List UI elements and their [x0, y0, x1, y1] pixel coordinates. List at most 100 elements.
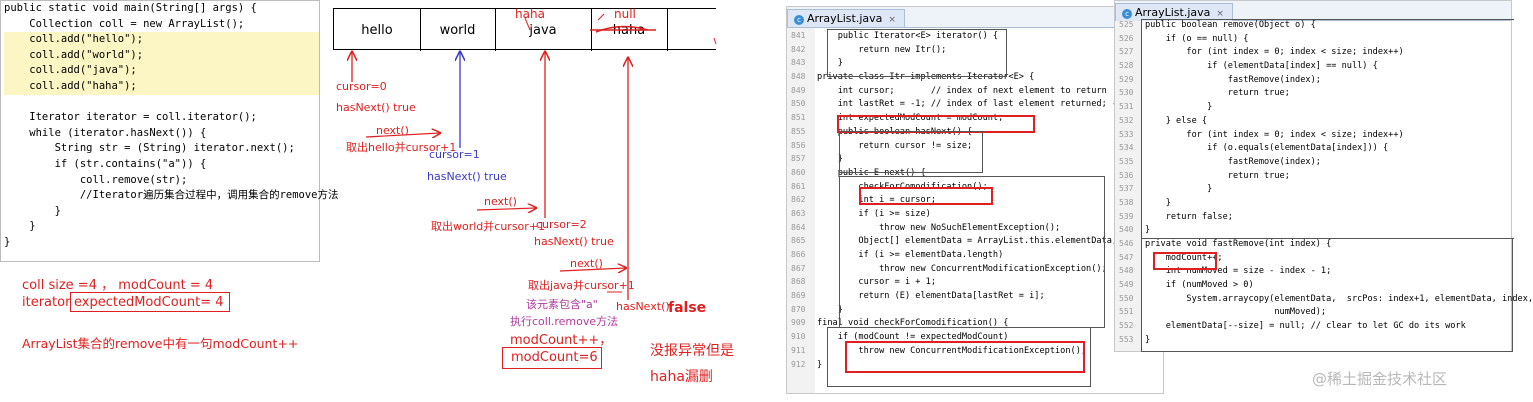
- check-method-box: [827, 327, 1091, 387]
- line-text: for (int index = 0; index < size; index+…: [1145, 129, 1404, 140]
- fastremove-box: [1141, 238, 1513, 352]
- close-icon[interactable]: ×: [888, 15, 896, 25]
- line-text: if (i >= elementData.length): [817, 250, 1004, 260]
- hasnext-box: [839, 131, 983, 173]
- gutter: [1115, 21, 1141, 351]
- line-text: int cursor; // index of next element to …: [817, 85, 1107, 96]
- line-text: throw new ConcurrentModificationExceptio…: [817, 263, 1107, 274]
- line-number: 529: [1119, 74, 1134, 84]
- code-line: 849 int cursor; // index of next element…: [791, 84, 1133, 98]
- code-line: Collection coll = new ArrayList();: [4, 17, 245, 30]
- code-line: 864 throw new NoSuchElementException();: [791, 221, 1133, 235]
- code-line: 553}: [1119, 333, 1533, 347]
- line-number: 540: [1119, 225, 1134, 235]
- line-number: 863: [791, 208, 806, 218]
- code-line: 550 System.arraycopy(elementData, srcPos…: [1119, 292, 1533, 306]
- code-line: 538 }: [1119, 196, 1533, 210]
- code-line: while (iterator.hasNext()) {: [4, 126, 207, 139]
- false-label: false: [668, 300, 707, 316]
- code-line: 843 }: [791, 56, 1133, 70]
- next-1-label: next(): [376, 124, 409, 137]
- line-text: private class Itr implements Iterator<E>…: [817, 72, 1035, 83]
- code-line: 870 }: [791, 303, 1133, 317]
- line-text: }: [817, 154, 843, 165]
- null-overlay: null: [614, 7, 636, 21]
- code-line: 848 private class Itr implements Iterator…: [791, 70, 1133, 84]
- line-text: int lastRet = -1; // index of last eleme…: [817, 99, 1133, 110]
- line-text: }: [817, 58, 843, 69]
- line-number: 843: [791, 58, 806, 68]
- line-text: if (elementData[index] == null) {: [1145, 61, 1378, 72]
- line-text: return true;: [1145, 88, 1290, 99]
- code-line: 910 if (modCount != expectedModCount): [791, 330, 1133, 344]
- code-line: 531 }: [1119, 100, 1533, 114]
- modcount-inc-label: modCount++，: [510, 333, 613, 348]
- code-line: 862 int i = cursor;: [791, 193, 1133, 207]
- line-number: 851: [791, 113, 806, 123]
- array-cell-1: world: [420, 9, 496, 51]
- code-line: 534 if (o.equals(elementData[index])) {: [1119, 141, 1533, 155]
- take-world-label: 取出world并cursor+1: [431, 220, 546, 233]
- expected-modcount-highlight: [837, 115, 1035, 133]
- code-line: 535 fastRemove(index);: [1119, 155, 1533, 169]
- line-number: 841: [791, 31, 806, 40]
- line-text: private void fastRemove(int index) {: [1145, 239, 1332, 249]
- line-text: public boolean remove(Object o) {: [1145, 20, 1316, 30]
- line-number: 537: [1119, 184, 1134, 194]
- line-number: 911: [791, 345, 806, 355]
- watermark: @稀土掘金技术社区: [1312, 370, 1448, 388]
- line-number: 538: [1119, 197, 1134, 207]
- code-line: 857 }: [791, 152, 1133, 166]
- line-text: Object[] elementData = ArrayList.this.el…: [817, 236, 1118, 247]
- code-line: }: [4, 220, 36, 233]
- code-line: }: [4, 235, 11, 248]
- code-line: public static void main(String[] args) {: [4, 2, 257, 14]
- line-number: 550: [1119, 293, 1134, 303]
- code-line: 851 int expectedModCount = modCount;: [791, 111, 1133, 125]
- line-text: int numMoved = size - index - 1;: [1145, 266, 1332, 277]
- close-icon[interactable]: ×: [1216, 9, 1224, 19]
- tab-b-label: ArrayList.java: [1135, 6, 1211, 19]
- line-text: if (o.equals(elementData[index])) {: [1145, 143, 1389, 154]
- line-number: 866: [791, 250, 806, 259]
- main-method-code: public static void main(String[] args) {…: [1, 1, 339, 251]
- array-cell-1-value: world: [439, 22, 476, 38]
- expected-modcount-box: expectedModCount= 4: [70, 292, 230, 312]
- line-text: for (int index = 0; index < size; index+…: [1145, 47, 1404, 58]
- line-number: 912: [791, 359, 806, 369]
- code-line: 856 return cursor != size;: [791, 139, 1133, 153]
- modcount-inc-highlight: [1153, 252, 1217, 270]
- hasnext-2-label: hasNext() true: [427, 170, 507, 183]
- line-text: throw new NoSuchElementException();: [817, 222, 1061, 233]
- code-line: 861 checkForComodification();: [791, 180, 1133, 194]
- line-text: return cursor != size;: [817, 140, 973, 151]
- line-number: 532: [1119, 115, 1134, 125]
- code-line: //Iterator遍历集合过程中，调用集合的remove方法: [4, 189, 339, 202]
- remove-method-box: [1141, 19, 1514, 239]
- code-line: 911 throw new ConcurrentModificationExce…: [791, 344, 1133, 358]
- line-text: }: [817, 304, 843, 315]
- line-number: 528: [1119, 61, 1134, 71]
- line-text: }: [1145, 184, 1213, 195]
- line-number: 864: [791, 222, 806, 232]
- line-text: return false;: [1145, 211, 1233, 222]
- cursor-0-label: cursor=0: [336, 80, 387, 93]
- line-number: 842: [791, 44, 806, 54]
- coll-size-note: coll size =4 ， modCount = 4: [22, 278, 214, 293]
- line-number: 860: [791, 167, 806, 177]
- code-line: }: [4, 204, 61, 217]
- line-number: 848: [791, 72, 806, 82]
- line-number: 534: [1119, 143, 1134, 153]
- hasnext-1-label: hasNext() true: [336, 101, 416, 114]
- line-text: if (modCount != expectedModCount): [817, 332, 1009, 343]
- hasnext-false-label: hasNext(): [616, 300, 670, 313]
- code-line: if (str.contains("a")) {: [4, 157, 207, 170]
- code-line: 865 Object[] elementData = ArrayList.thi…: [791, 234, 1133, 248]
- code-line: 529 fastRemove(index);: [1119, 73, 1533, 87]
- line-number: 551: [1119, 307, 1134, 317]
